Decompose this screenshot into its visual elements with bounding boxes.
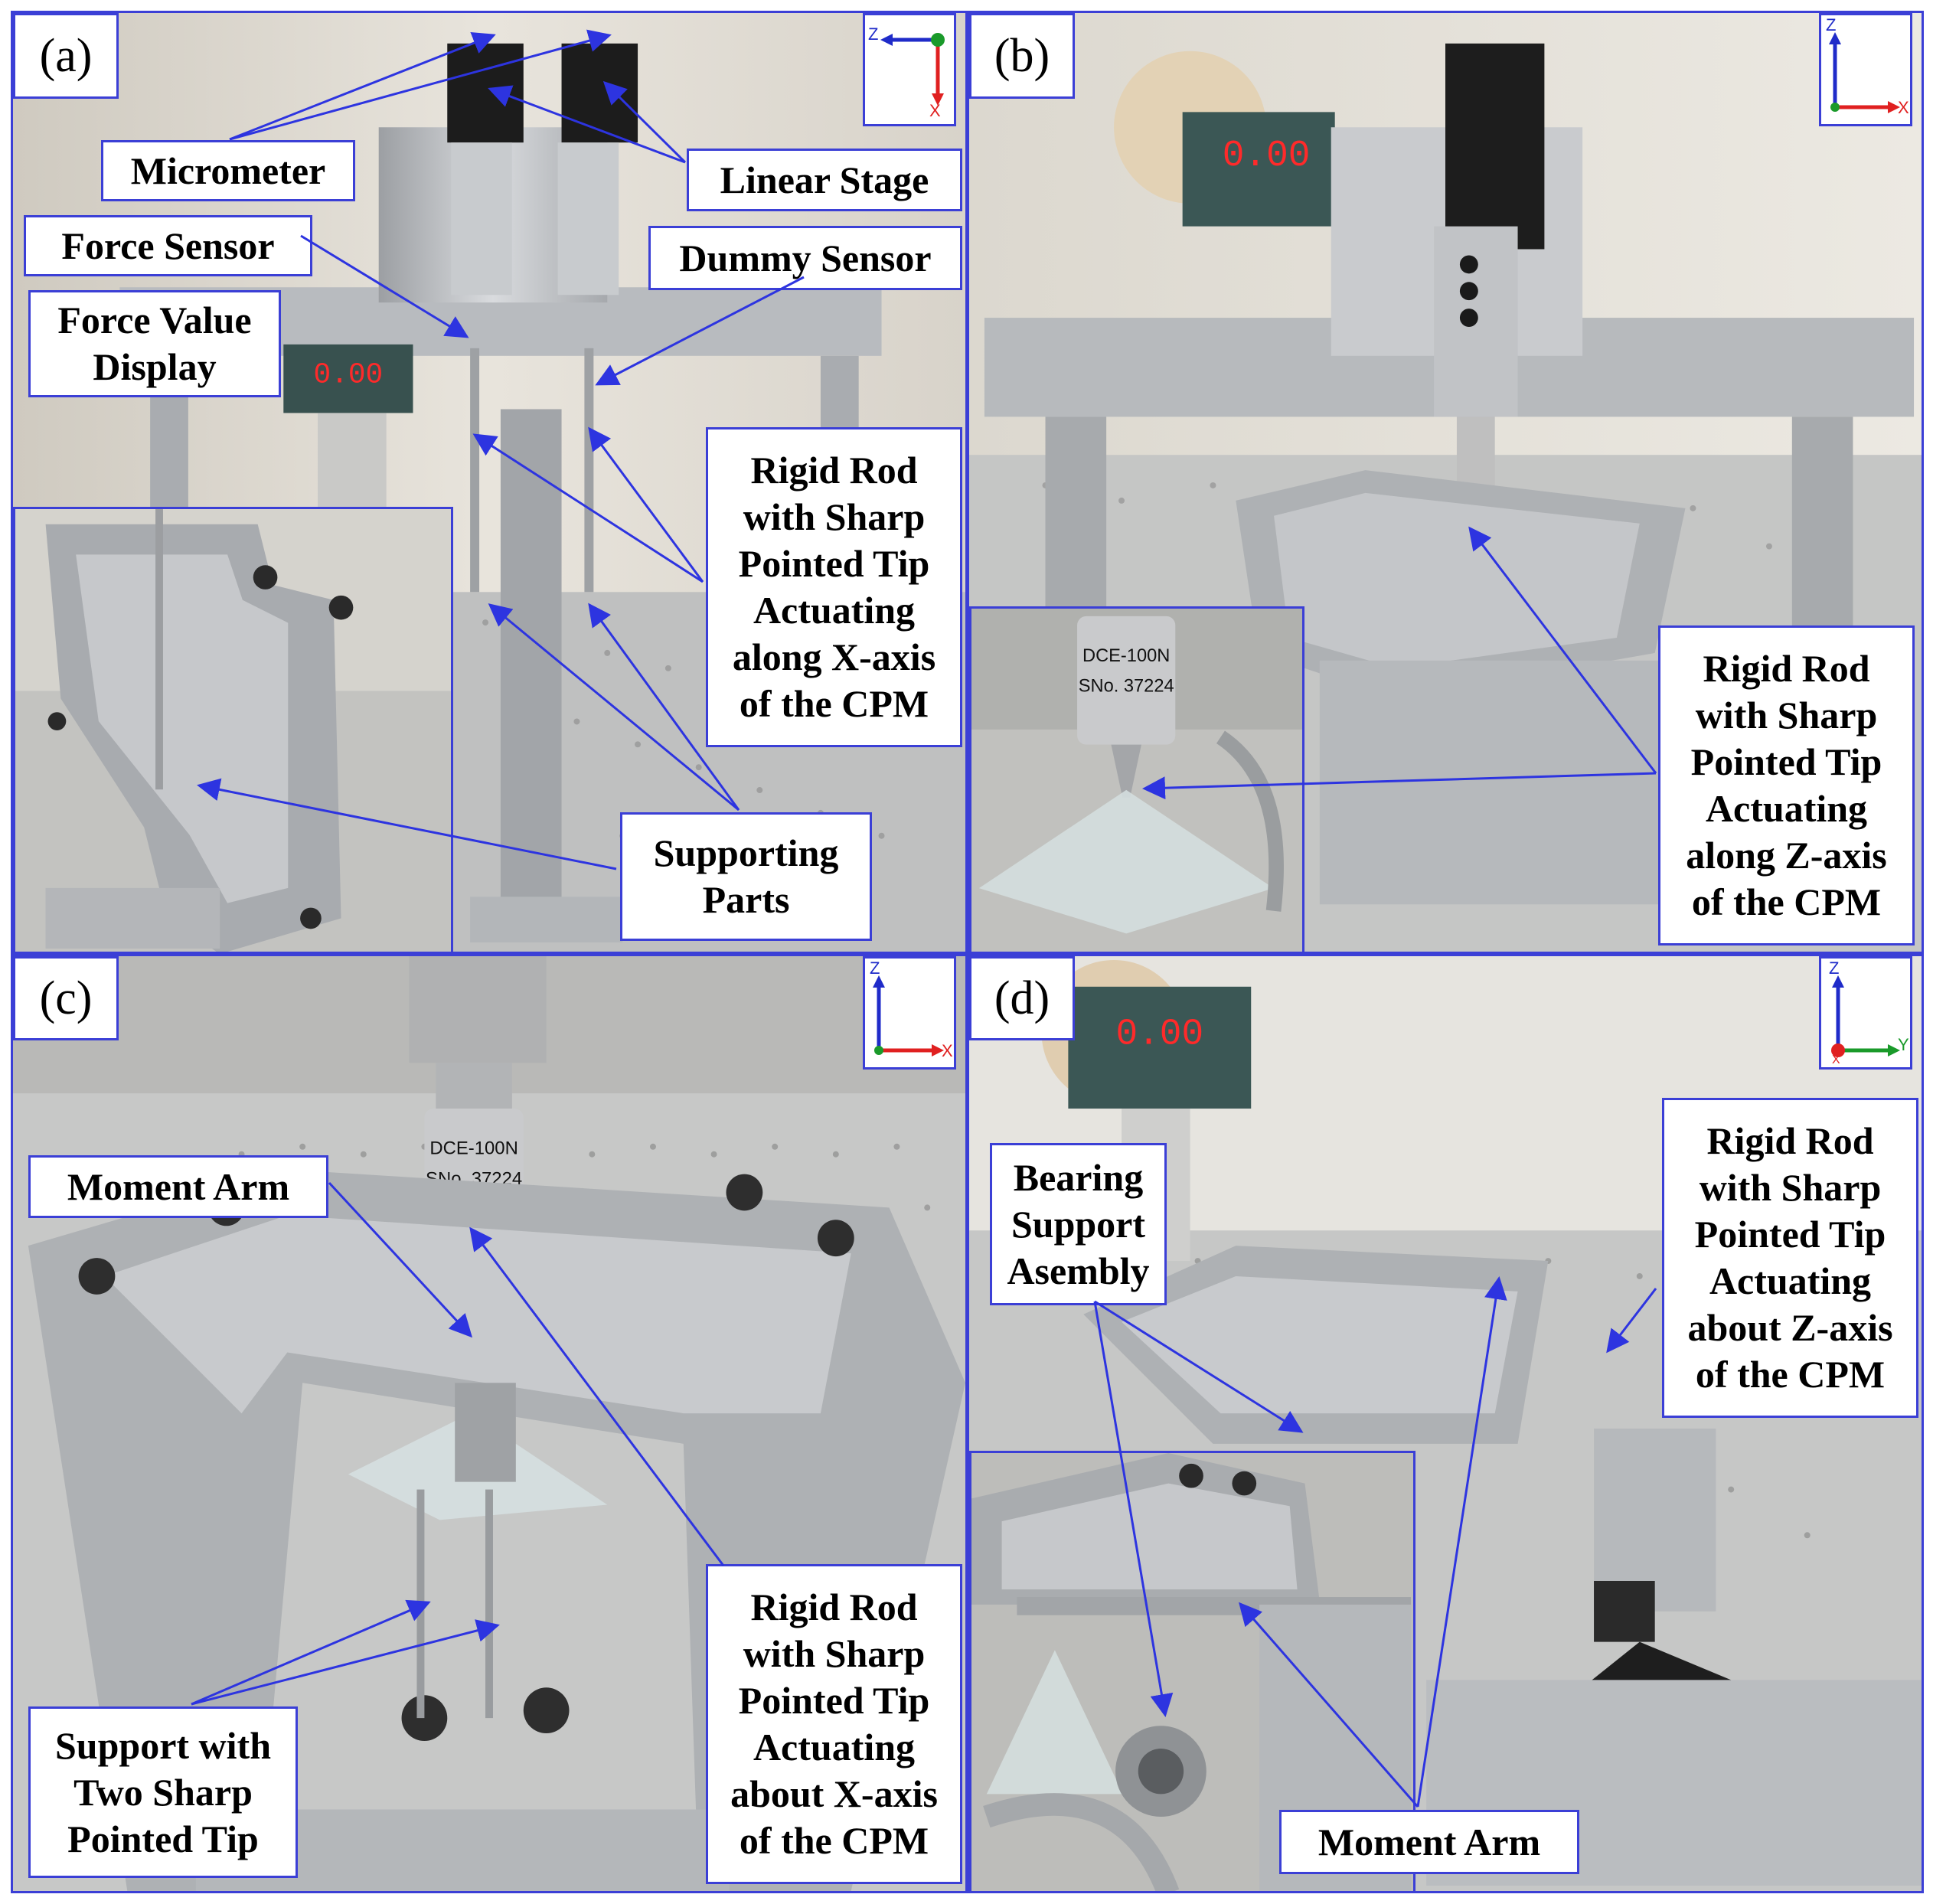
panel-b: 0.00 DCE-100N SNo. 37224 (b) [967,11,1924,954]
axes-icon-c [873,975,944,1057]
panel-label-a: (a) [13,13,119,99]
inset-b: DCE-100N SNo. 37224 [969,606,1304,952]
sensor-label-c: DCE-100N [429,1138,518,1159]
display-digits-b: 0.00 [1223,136,1311,177]
label-rigid-rod-b: Rigid Rod with Sharp Pointed Tip Actuati… [1658,625,1915,945]
panel-label-d: (d) [969,956,1075,1040]
axes-icon-b [1829,32,1900,113]
panel-label-b: (b) [969,13,1075,99]
axis-indicator-a: Z X [863,13,956,126]
panel-a: 0.00 (a) Z X Micrometer Linear Stage For… [11,11,968,954]
axis-x-label-d: X [1832,1053,1840,1066]
axis-indicator-c: Z X [863,956,956,1070]
axis-z-label-d: Z [1829,959,1840,978]
sensor-label-b: DCE-100N [1082,646,1170,666]
label-support-two-tips: Support with Two Sharp Pointed Tip [28,1706,298,1878]
label-moment-arm-c: Moment Arm [28,1155,328,1218]
axis-indicator-d: Z Y X [1819,956,1912,1070]
sensor-serial-b: SNo. 37224 [1079,677,1174,697]
inset-photo-a [15,509,451,952]
axes-icon-d [1831,975,1900,1057]
axis-z-label-c: Z [870,959,880,978]
axis-indicator-b: Z X [1819,13,1912,126]
label-bearing-support: Bearing Support Asembly [990,1143,1167,1305]
label-supporting-parts: Supporting Parts [620,812,872,941]
display-digits-a: 0.00 [314,360,384,392]
label-linear-stage: Linear Stage [687,149,962,211]
axes-icon-a [880,33,945,106]
axis-y-label-d: Y [1898,1035,1909,1054]
label-moment-arm-d: Moment Arm [1279,1810,1579,1874]
inset-a [13,507,453,952]
axis-z-label-b: Z [1826,15,1837,34]
inset-photo-b: DCE-100N SNo. 37224 [971,609,1302,952]
axis-x-label-b: X [1898,98,1909,117]
label-rigid-rod-c: Rigid Rod with Sharp Pointed Tip Actuati… [706,1564,962,1884]
axis-x-label-c: X [942,1041,953,1060]
label-rigid-rod-d: Rigid Rod with Sharp Pointed Tip Actuati… [1662,1098,1918,1418]
label-dummy-sensor: Dummy Sensor [648,226,962,290]
label-rigid-rod-a: Rigid Rod with Sharp Pointed Tip Actuati… [706,427,962,747]
display-digits-d: 0.00 [1115,1014,1203,1055]
axis-z-label-a: Z [868,24,879,44]
panel-label-c: (c) [13,956,119,1040]
panel-d: 0.00 (d) Z Y [967,954,1924,1893]
panel-c: DCE-100N SNo. 37224 (c) Z X Moment Arm R… [11,954,968,1893]
label-micrometer: Micrometer [101,140,355,201]
label-force-sensor: Force Sensor [24,215,312,276]
label-force-value-display: Force Value Display [28,290,281,397]
axis-x-label-a: X [929,101,941,120]
